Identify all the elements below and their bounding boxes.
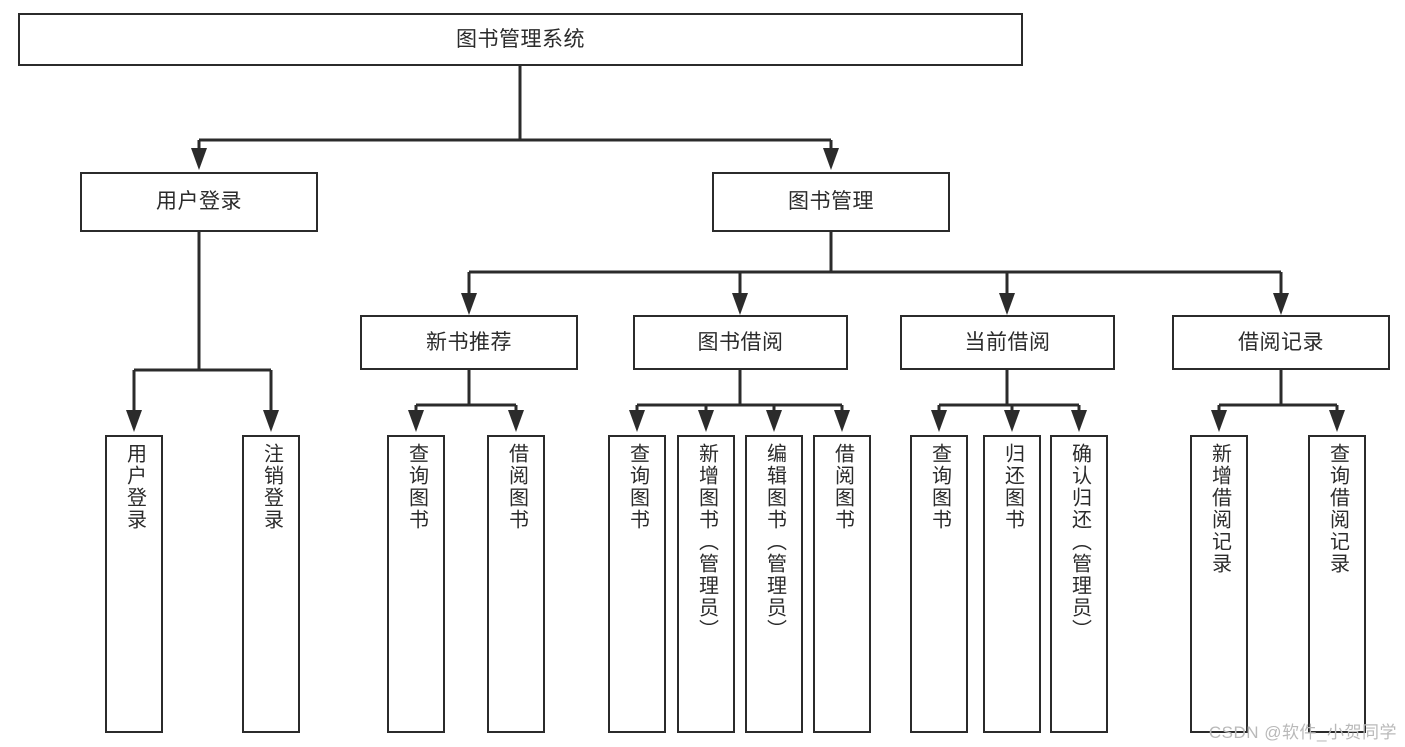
arrowhead-group-2-0 (931, 410, 947, 432)
node-leaf-9[interactable]: 归还图书 (983, 435, 1041, 733)
node-leaf-5[interactable]: 新增图书（管理员） (677, 435, 735, 733)
node-leaf-7-label: 借阅图书 (831, 443, 854, 531)
node-leaf-8-label: 查询图书 (928, 443, 951, 531)
arrowhead-group-1-1 (698, 410, 714, 432)
arrowhead-login-1 (263, 410, 279, 432)
node-leaf-10-label: 确认归还（管理员） (1068, 443, 1091, 641)
arrowhead-group-0-1 (508, 410, 524, 432)
node-leaf-5-label: 新增图书（管理员） (695, 443, 718, 641)
node-level2-1-label: 图书管理 (788, 190, 874, 214)
arrowhead-root-0 (191, 148, 207, 170)
node-level3-3[interactable]: 借阅记录 (1172, 315, 1390, 370)
arrowhead-manage-0 (461, 293, 477, 315)
node-leaf-2[interactable]: 查询图书 (387, 435, 445, 733)
node-leaf-6-label: 编辑图书（管理员） (763, 443, 786, 641)
node-leaf-9-label: 归还图书 (1001, 443, 1024, 531)
arrowhead-manage-3 (1273, 293, 1289, 315)
node-root-label: 图书管理系统 (456, 27, 585, 51)
arrowhead-login-0 (126, 410, 142, 432)
node-leaf-3-label: 借阅图书 (505, 443, 528, 531)
node-level3-1[interactable]: 图书借阅 (633, 315, 848, 370)
node-level3-2-label: 当前借阅 (964, 330, 1051, 354)
node-level3-0-label: 新书推荐 (426, 330, 512, 354)
node-leaf-1-label: 注销登录 (260, 443, 283, 531)
node-leaf-0[interactable]: 用户登录 (105, 435, 163, 733)
arrowhead-root-1 (823, 148, 839, 170)
arrowhead-group-0-0 (408, 410, 424, 432)
arrowhead-group-2-2 (1071, 410, 1087, 432)
node-leaf-11[interactable]: 新增借阅记录 (1190, 435, 1248, 733)
node-leaf-8[interactable]: 查询图书 (910, 435, 968, 733)
arrowhead-group-1-2 (766, 410, 782, 432)
node-level2-0-label: 用户登录 (156, 190, 242, 214)
node-level3-3-label: 借阅记录 (1238, 330, 1324, 354)
node-leaf-4[interactable]: 查询图书 (608, 435, 666, 733)
node-leaf-2-label: 查询图书 (405, 443, 428, 531)
arrowhead-group-3-0 (1211, 410, 1227, 432)
node-leaf-4-label: 查询图书 (626, 443, 649, 531)
node-root[interactable]: 图书管理系统 (18, 13, 1023, 66)
node-level2-0[interactable]: 用户登录 (80, 172, 318, 232)
node-leaf-0-label: 用户登录 (123, 443, 146, 531)
node-leaf-3[interactable]: 借阅图书 (487, 435, 545, 733)
arrowhead-group-1-3 (834, 410, 850, 432)
node-leaf-11-label: 新增借阅记录 (1208, 443, 1231, 575)
node-leaf-10[interactable]: 确认归还（管理员） (1050, 435, 1108, 733)
node-level3-0[interactable]: 新书推荐 (360, 315, 578, 370)
node-leaf-1[interactable]: 注销登录 (242, 435, 300, 733)
node-level3-2[interactable]: 当前借阅 (900, 315, 1115, 370)
node-leaf-6[interactable]: 编辑图书（管理员） (745, 435, 803, 733)
arrowhead-group-3-1 (1329, 410, 1345, 432)
node-level3-1-label: 图书借阅 (697, 330, 784, 354)
arrowhead-manage-1 (732, 293, 748, 315)
arrowhead-group-2-1 (1004, 410, 1020, 432)
node-leaf-7[interactable]: 借阅图书 (813, 435, 871, 733)
arrowhead-manage-2 (999, 293, 1015, 315)
node-leaf-12[interactable]: 查询借阅记录 (1308, 435, 1366, 733)
arrowhead-group-1-0 (629, 410, 645, 432)
node-leaf-12-label: 查询借阅记录 (1326, 443, 1349, 575)
node-level2-1[interactable]: 图书管理 (712, 172, 950, 232)
